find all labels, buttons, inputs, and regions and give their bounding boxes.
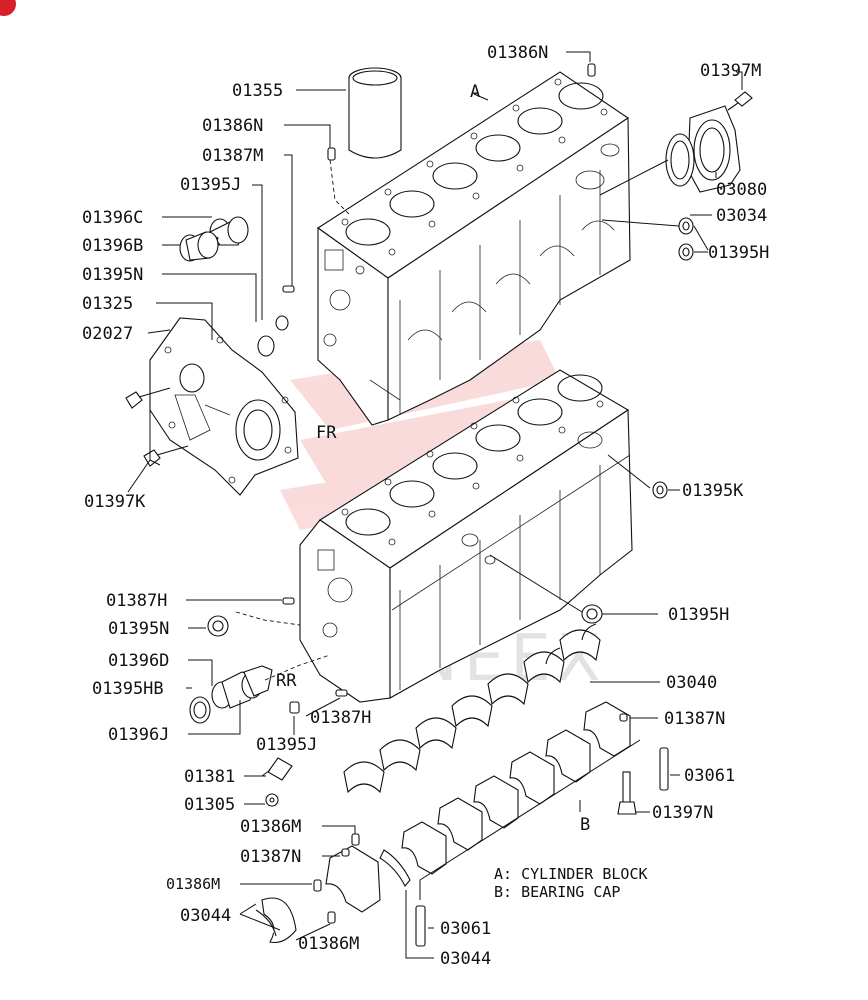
thrust-washer-bottom xyxy=(379,849,411,887)
label-rr: RR xyxy=(276,671,297,691)
label-01386M-c: 01386M xyxy=(298,934,359,954)
label-03044-left: 03044 xyxy=(180,906,231,926)
thrust-washers-left xyxy=(255,897,297,944)
label-01395N-top: 01395N xyxy=(82,265,143,285)
front-seal-01325 xyxy=(257,335,275,357)
label-03061-right: 03061 xyxy=(684,766,735,786)
label-01386M-a: 01386M xyxy=(240,817,301,837)
label-01397M: 01397M xyxy=(700,61,761,81)
main-bearings-mid xyxy=(545,623,597,665)
label-01381: 01381 xyxy=(184,767,235,787)
label-01397N: 01397N xyxy=(652,803,713,823)
label-01305: 01305 xyxy=(184,795,235,815)
plug-01395N-mid xyxy=(207,615,229,637)
cylinder-block-lower xyxy=(299,369,633,703)
plug-01395K xyxy=(652,481,668,499)
label-01387N-left: 01387N xyxy=(240,847,301,867)
label-01395H-top: 01395H xyxy=(708,243,769,263)
label-01397K: 01397K xyxy=(84,492,146,512)
label-01325: 01325 xyxy=(82,294,133,314)
cap-bolt xyxy=(617,771,637,815)
label-03080: 03080 xyxy=(716,180,767,200)
label-01387H-mid: 01387H xyxy=(310,708,371,728)
label-01387N-right: 01387N xyxy=(664,709,725,729)
label-01386N-top: 01386N xyxy=(487,43,548,63)
label-02027: 02027 xyxy=(82,324,133,344)
leader-lines xyxy=(127,51,743,959)
front-pin-01387M xyxy=(282,285,295,293)
oil-jet-parts xyxy=(261,757,293,807)
label-01395J-top: 01395J xyxy=(180,175,241,195)
side-seal-right xyxy=(659,747,669,791)
label-01355: 01355 xyxy=(232,81,283,101)
bearing-caps xyxy=(325,701,641,913)
label-01396D: 01396D xyxy=(108,651,169,671)
side-seal-bottom xyxy=(415,905,426,947)
label-01386N-mid: 01386N xyxy=(202,116,263,136)
label-01396C: 01396C xyxy=(82,208,143,228)
pin-01387N-right xyxy=(619,713,628,722)
main-bearings-upper xyxy=(343,629,601,794)
label-03061-bot: 03061 xyxy=(440,919,491,939)
camshaft-bushings-upper xyxy=(179,216,249,262)
pin-01387H-left xyxy=(282,597,295,605)
camshaft-bushings-lower xyxy=(189,665,273,724)
front-plug-01395N xyxy=(275,315,289,331)
plug-01395H-mid xyxy=(581,604,603,624)
label-03044-bot: 03044 xyxy=(440,949,491,969)
label-fr: FR xyxy=(316,423,337,443)
label-01395HB: 01395HB xyxy=(92,679,164,699)
plug-top-b xyxy=(678,243,694,261)
label-letter-b: B xyxy=(580,815,590,835)
label-01396J: 01396J xyxy=(108,725,169,745)
label-01395J-bot: 01395J xyxy=(256,735,317,755)
label-03034: 03034 xyxy=(716,206,767,226)
corner-badge xyxy=(0,0,16,16)
legend-b: B: BEARING CAP xyxy=(494,883,620,901)
pin-01386M-a xyxy=(351,833,360,846)
label-01395K: 01395K xyxy=(682,481,744,501)
label-01395H-mid: 01395H xyxy=(668,605,729,625)
callout-labels: 01386N 01397M 01355 A 01386N 01387M 0139… xyxy=(82,43,769,969)
rear-oil-seal xyxy=(665,133,695,187)
label-01396B: 01396B xyxy=(82,236,143,256)
label-01395N-mid: 01395N xyxy=(108,619,169,639)
pin-01386M-b xyxy=(313,879,322,892)
front-plate xyxy=(149,317,299,496)
label-letter-a: A xyxy=(470,82,480,102)
dowel-pin-mid xyxy=(327,147,336,161)
pin-01387N-left xyxy=(341,848,350,857)
dowel-pin-top xyxy=(587,63,596,77)
label-03040: 03040 xyxy=(666,673,717,693)
plug-top-a xyxy=(678,217,694,235)
plug-01395J-bot xyxy=(289,701,300,714)
pin-01386M-c xyxy=(327,911,336,924)
legend-a: A: CYLINDER BLOCK xyxy=(494,865,648,883)
pin-01387H-mid xyxy=(335,689,348,697)
cylinder-liner xyxy=(348,67,402,159)
rear-seal-bolt xyxy=(727,91,753,111)
label-01387H-left: 01387H xyxy=(106,591,167,611)
label-01386M-b: 01386M xyxy=(166,875,220,893)
cylinder-block-upper xyxy=(317,71,631,426)
label-01387M: 01387M xyxy=(202,146,263,166)
